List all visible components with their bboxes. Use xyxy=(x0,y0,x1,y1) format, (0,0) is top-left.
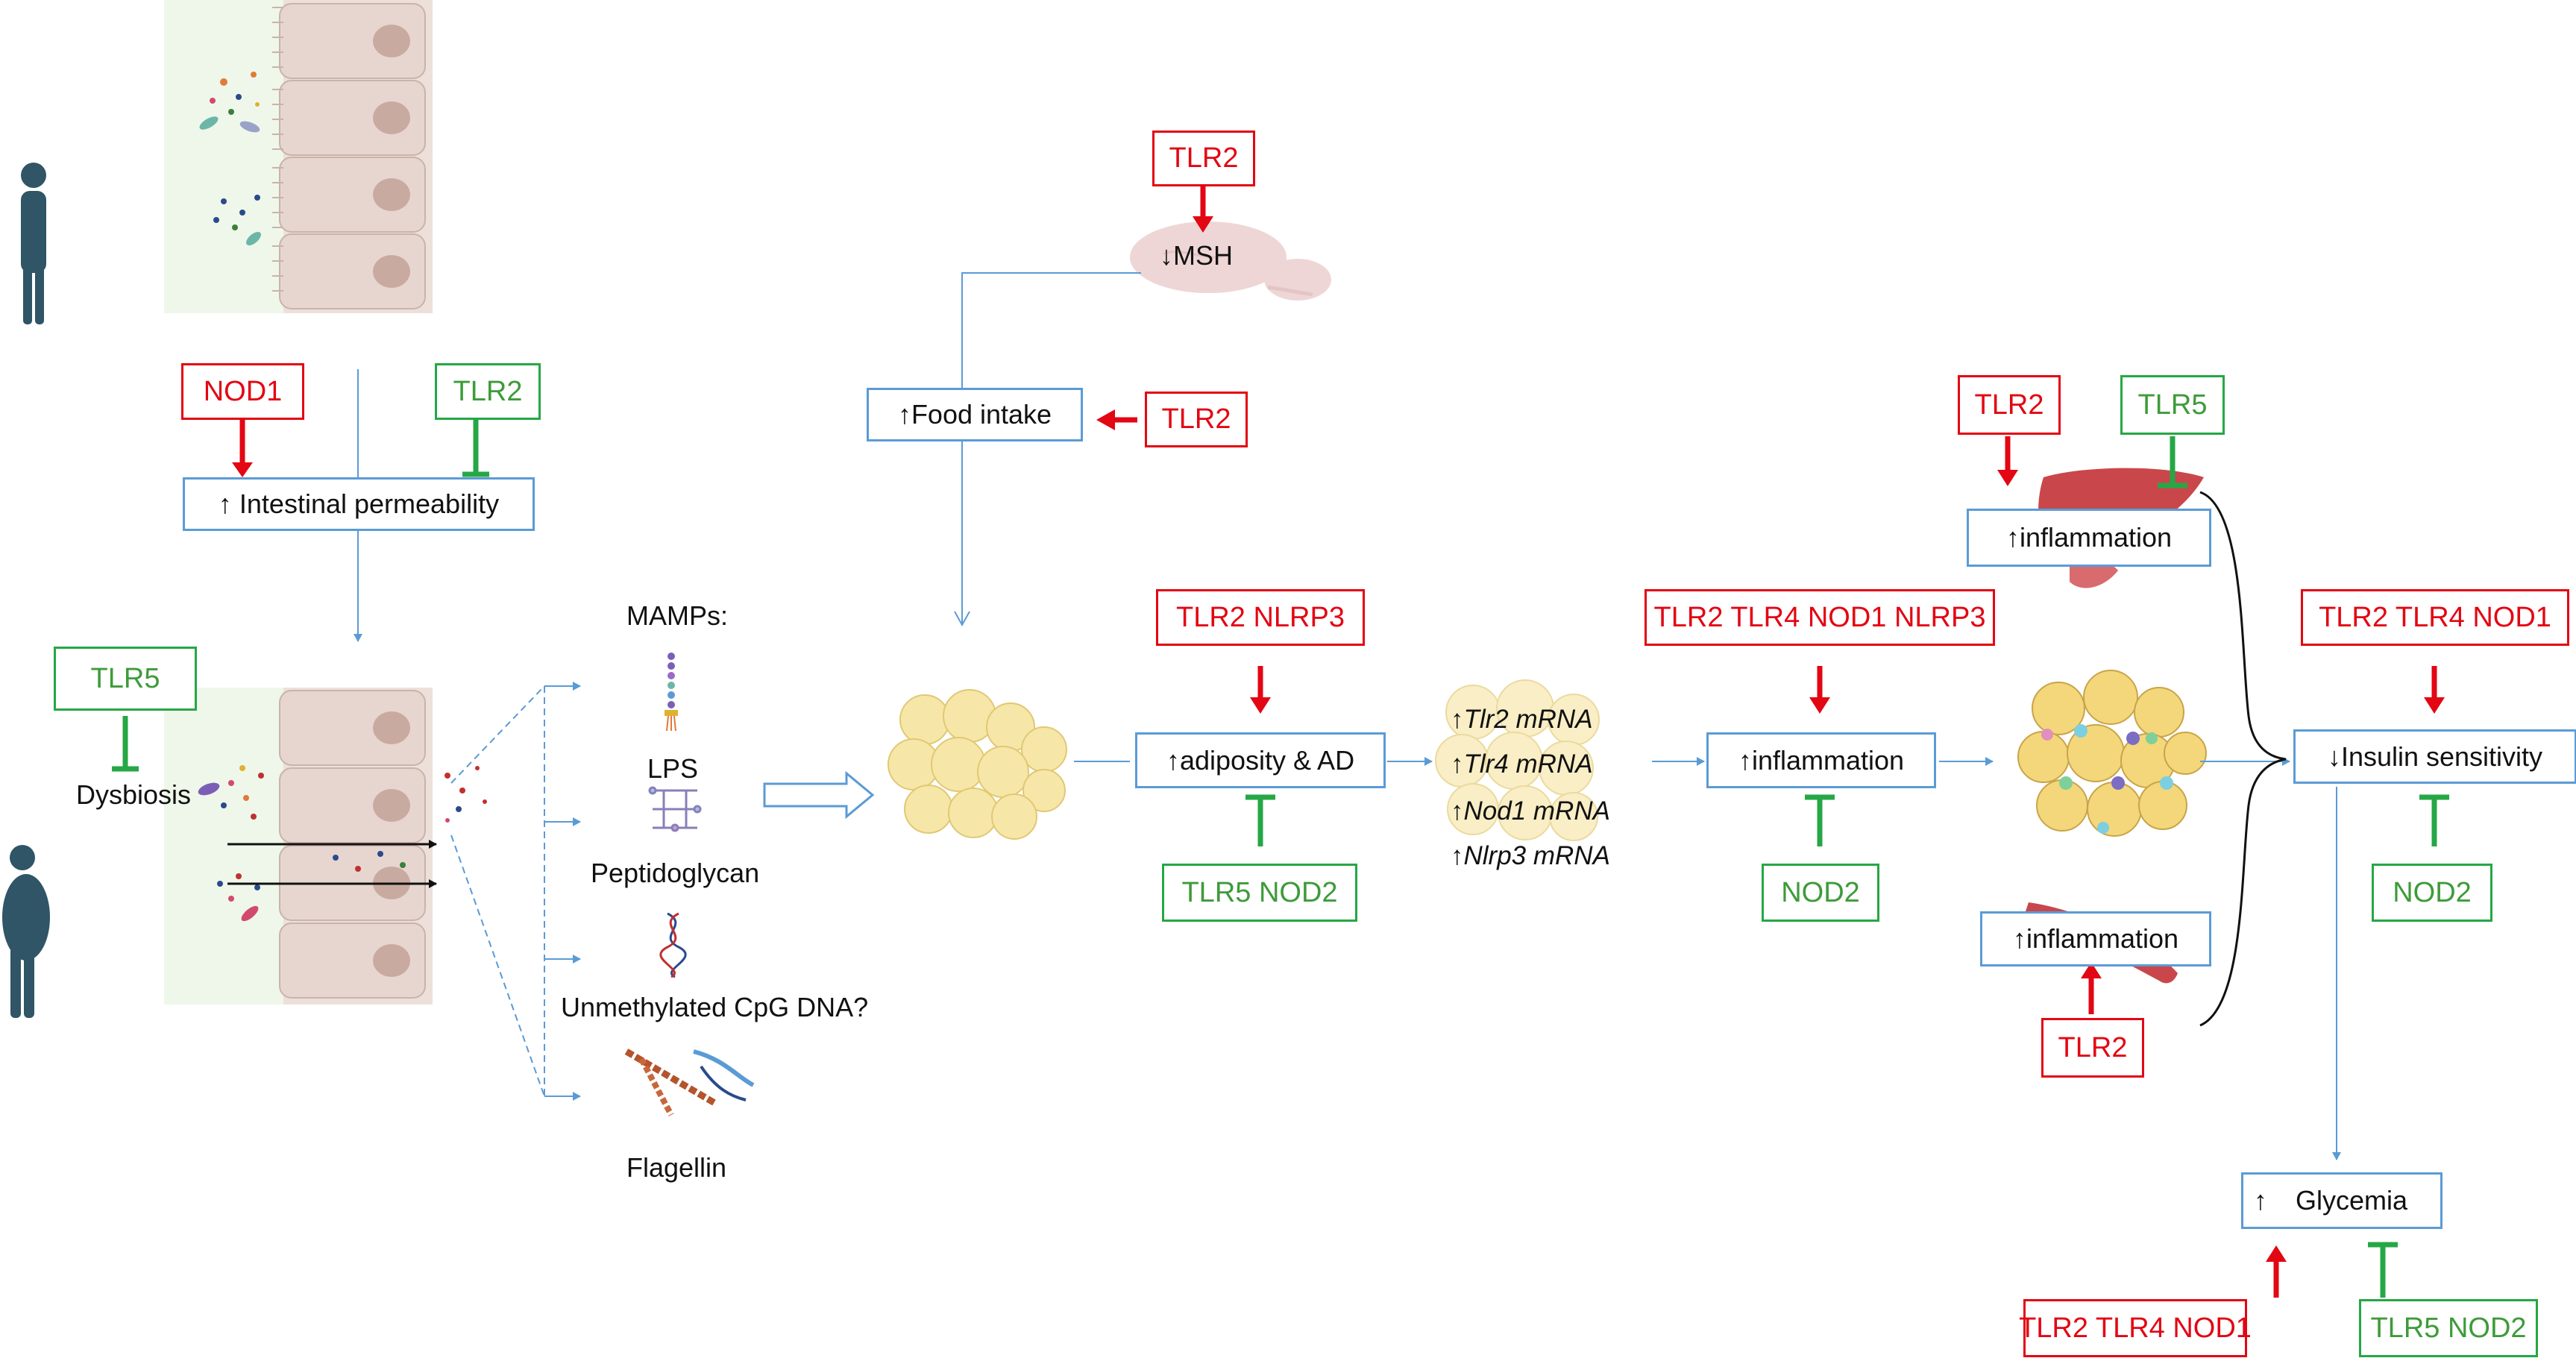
glycemia-activation-arrowhead xyxy=(2266,1245,2287,1262)
gut-epithelium-bottom xyxy=(164,688,487,1005)
insulin-activators-box: TLR2 TLR4 NOD1 xyxy=(2301,589,2569,646)
mrna-tlr2-arrow: ↑ xyxy=(1451,705,1464,734)
muscle-tlr2-arrowhead xyxy=(2081,962,2102,978)
mamp-peptidoglycan: Peptidoglycan xyxy=(591,858,760,888)
glycemia-activators-box: TLR2 TLR4 NOD1 xyxy=(2019,1299,2252,1357)
adipose-inflammation-inhibitors-box: NOD2 xyxy=(1762,864,1879,922)
mrna-tlr4-arrow: ↑ xyxy=(1451,749,1464,779)
liver-tlr2-box: TLR2 xyxy=(1958,375,2061,435)
gut-epithelium-top xyxy=(164,0,433,313)
tlr5-dysbiosis-box: TLR5 xyxy=(54,647,197,711)
flagellin-icon xyxy=(624,1049,755,1116)
muscle-inflammation-box: ↑inflammation xyxy=(1980,911,2211,966)
intestinal-permeability-box: ↑ Intestinal permeability xyxy=(183,477,535,531)
food-tlr2-box: TLR2 xyxy=(1145,392,1248,447)
peptidoglycan-icon xyxy=(648,786,702,832)
glycemia-label: Glycemia xyxy=(2296,1185,2408,1216)
inflamed-adipocyte-cluster xyxy=(2017,670,2207,837)
insulin-activation-arrowhead xyxy=(2424,697,2445,714)
lean-person-icon xyxy=(21,163,46,324)
glycemia-arrow: ↑ xyxy=(2254,1185,2267,1216)
mrna-nod1: ↑Nod1 mRNA xyxy=(1451,796,1610,826)
adipose-inflammation-activation-arrowhead xyxy=(1809,697,1830,714)
food-intake-box: ↑Food intake xyxy=(867,388,1083,441)
glycemia-box: ↑ Glycemia xyxy=(2241,1172,2443,1229)
adipocyte-cluster xyxy=(888,689,1067,840)
obese-person-icon xyxy=(2,845,50,1018)
cpg-dna-icon xyxy=(659,912,687,978)
mrna-tlr2-gene: Tlr2 mRNA xyxy=(1463,705,1593,734)
lps-icon xyxy=(665,653,678,732)
liver-inflammation-box: ↑inflammation xyxy=(1967,509,2211,567)
mrna-tlr2: ↑Tlr2 mRNA xyxy=(1451,705,1593,735)
adiposity-activation-arrowhead xyxy=(1250,697,1271,714)
mamps-title: MAMPs: xyxy=(626,600,729,631)
mrna-nlrp3-arrow: ↑ xyxy=(1451,841,1464,870)
mamps-fan-lines xyxy=(450,685,545,1097)
insulin-sensitivity-box: ↓Insulin sensitivity xyxy=(2293,729,2576,784)
mamp-lps: LPS xyxy=(647,753,699,784)
dysbiosis-label: Dysbiosis xyxy=(76,779,192,810)
mamp-cpg-dna: Unmethylated CpG DNA? xyxy=(561,992,869,1022)
mamps-to-adipose-arrow xyxy=(763,770,875,820)
glycemia-inhibitors-box: TLR5 NOD2 xyxy=(2359,1299,2538,1357)
mrna-tlr4: ↑Tlr4 mRNA xyxy=(1451,749,1593,779)
adiposity-activators-box: TLR2 NLRP3 xyxy=(1156,589,1365,646)
tlr2-gut-box: TLR2 xyxy=(435,363,541,420)
adiposity-inhibitors-box: TLR5 NOD2 xyxy=(1162,864,1357,922)
nod1-activation-arrowhead xyxy=(232,462,253,477)
organ-convergence-brace xyxy=(2199,491,2287,1027)
brain-tlr2-arrowhead xyxy=(1193,216,1213,233)
food-tlr2-arrowhead xyxy=(1096,409,1115,430)
liver-tlr5-box: TLR5 xyxy=(2120,375,2225,435)
brain-tlr2-box: TLR2 xyxy=(1152,131,1255,186)
adipose-inflammation-activators-box: TLR2 TLR4 NOD1 NLRP3 xyxy=(1644,589,1995,646)
brain-icon xyxy=(1130,221,1331,301)
mamps-arrows xyxy=(544,682,581,1101)
muscle-tlr2-box: TLR2 xyxy=(2041,1018,2144,1078)
mrna-tlr4-gene: Tlr4 mRNA xyxy=(1463,749,1593,779)
mrna-nod1-gene: Nod1 mRNA xyxy=(1463,796,1610,826)
mrna-adipocyte-background xyxy=(1435,679,1600,841)
nod1-gut-box: NOD1 xyxy=(181,363,304,420)
brain-to-food-line xyxy=(961,272,1141,388)
msh-label: ↓MSH xyxy=(1160,240,1233,271)
adipose-inflammation-box: ↑inflammation xyxy=(1706,732,1936,788)
liver-tlr2-arrowhead xyxy=(1997,470,2018,486)
mrna-nod1-arrow: ↑ xyxy=(1451,796,1464,826)
adiposity-box: ↑adiposity & AD xyxy=(1135,732,1386,788)
mrna-nlrp3-gene: Nlrp3 mRNA xyxy=(1463,841,1610,870)
insulin-inhibitors-box: NOD2 xyxy=(2372,864,2492,922)
mrna-nlrp3: ↑Nlrp3 mRNA xyxy=(1451,841,1610,871)
mamp-flagellin: Flagellin xyxy=(626,1152,727,1183)
